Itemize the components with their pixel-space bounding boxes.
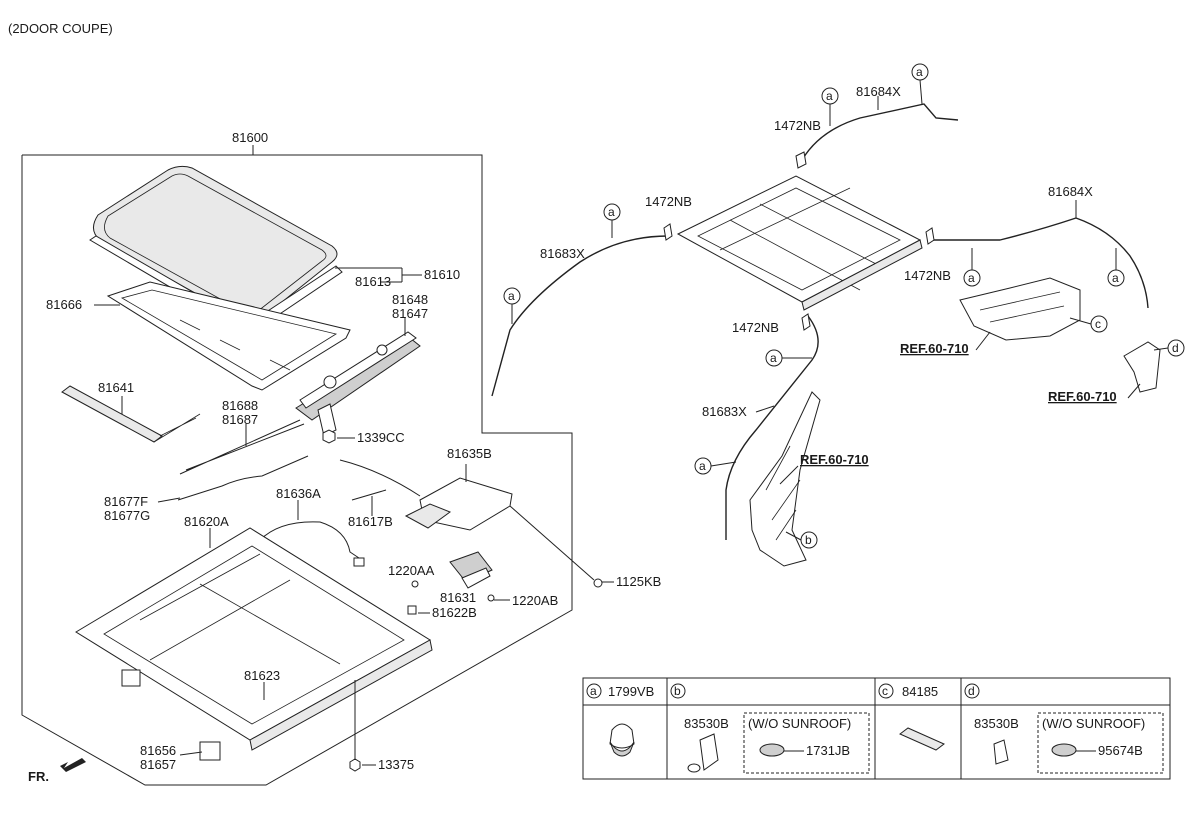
circle-d-label: d xyxy=(1172,341,1179,355)
hose-81683X-left xyxy=(491,235,669,397)
label-81687: 81687 xyxy=(222,412,258,427)
front-indicator: FR. xyxy=(28,769,49,784)
legend-a-part: 1799VB xyxy=(608,684,654,699)
legend-d-option-note: (W/O SUNROOF) xyxy=(1042,716,1145,731)
part-81648-guide-rail xyxy=(295,331,421,437)
label-1339CC: 1339CC xyxy=(357,430,405,445)
rear-body-ref xyxy=(959,277,1081,341)
circle-a-label: a xyxy=(508,289,515,303)
roof-frame-assembly xyxy=(676,175,923,311)
label-81677G: 81677G xyxy=(104,508,150,523)
label-81613: 81613 xyxy=(355,274,391,289)
circle-c-label: c xyxy=(1095,317,1101,331)
label-81620A: 81620A xyxy=(184,514,229,529)
hose-81684X-top xyxy=(801,103,959,161)
circle-a-label: a xyxy=(1112,271,1119,285)
hose-81683X-mid xyxy=(725,315,819,540)
label-81688: 81688 xyxy=(222,398,258,413)
circle-a-label: a xyxy=(826,89,833,103)
part-1220AA-screw xyxy=(411,580,419,588)
label-81610: 81610 xyxy=(424,267,460,282)
circle-a-label: a xyxy=(699,459,706,473)
ref-60-710-rear-pillar: REF.60-710 xyxy=(1048,389,1117,404)
part-1220AB-screw xyxy=(487,594,495,602)
circle-a-label: a xyxy=(916,65,923,79)
grommet-83530B-icon xyxy=(687,733,719,773)
label-81666: 81666 xyxy=(46,297,82,312)
variant-note: (2DOOR COUPE) xyxy=(8,21,113,36)
legend-b-option-part: 1731JB xyxy=(806,743,850,758)
ref-60-710-rear: REF.60-710 xyxy=(900,341,969,356)
pad-84185-icon xyxy=(899,727,945,751)
legend-c-part: 84185 xyxy=(902,684,938,699)
legend-b-letter: b xyxy=(674,684,681,698)
label-13375: 13375 xyxy=(378,757,414,772)
legend-b-option-note: (W/O SUNROOF) xyxy=(748,716,851,731)
part-81631-motor xyxy=(449,551,493,589)
label-1472NB-mid: 1472NB xyxy=(732,320,779,335)
rear-pillar-ref xyxy=(1123,341,1161,393)
clip-1472NB xyxy=(801,313,811,331)
circle-a-label: a xyxy=(608,205,615,219)
legend-table: a 1799VB b 83530B (W/O SUNROOF) 1731JB c… xyxy=(582,677,1171,780)
label-1220AB: 1220AB xyxy=(512,593,558,608)
hose-81684X-right xyxy=(930,217,1149,309)
part-81622B-clip xyxy=(407,605,417,615)
label-81683X-left: 81683X xyxy=(540,246,585,261)
label-1220AA: 1220AA xyxy=(388,563,435,578)
circle-b-label: b xyxy=(805,533,812,547)
front-arrow-icon xyxy=(60,758,86,772)
label-81617B: 81617B xyxy=(348,514,393,529)
clip-1472NB xyxy=(795,151,807,169)
label-1472NB-left: 1472NB xyxy=(645,194,692,209)
label-81684X-right: 81684X xyxy=(1048,184,1093,199)
label-81657: 81657 xyxy=(140,757,176,772)
part-81636A-wiring xyxy=(259,521,363,561)
label-81684X-top: 81684X xyxy=(856,84,901,99)
legend-c-letter: c xyxy=(882,684,888,698)
label-81677F: 81677F xyxy=(104,494,148,509)
part-1125KB-bolt xyxy=(593,578,603,588)
ref-60-710-pillar: REF.60-710 xyxy=(800,452,869,467)
part-81617B-pin xyxy=(351,489,387,501)
legend-a-letter: a xyxy=(590,684,597,698)
circle-a-label: a xyxy=(968,271,975,285)
legend-d-letter: d xyxy=(968,684,975,698)
part-cable-front xyxy=(339,459,421,497)
label-81641: 81641 xyxy=(98,380,134,395)
label-81647: 81647 xyxy=(392,306,428,321)
label-81636A: 81636A xyxy=(276,486,321,501)
part-81635B-bracket xyxy=(404,477,513,531)
label-81683X-mid: 81683X xyxy=(702,404,747,419)
plug-95674B-icon xyxy=(1051,743,1077,757)
label-81600: 81600 xyxy=(232,130,268,145)
label-81622B: 81622B xyxy=(432,605,477,620)
circle-a-label: a xyxy=(770,351,777,365)
grommet-83530B-icon xyxy=(993,739,1009,765)
legend-b-part: 83530B xyxy=(684,716,729,731)
part-81677-cable xyxy=(177,455,309,501)
plug-1731JB-icon xyxy=(759,743,785,757)
assembly-outline-81600: 81600 xyxy=(21,130,573,786)
label-1472NB-right: 1472NB xyxy=(904,268,951,283)
label-81635B: 81635B xyxy=(447,446,492,461)
label-81656: 81656 xyxy=(140,743,176,758)
part-13375-nut xyxy=(349,758,361,772)
clip-1799VB-icon xyxy=(609,723,635,757)
label-81623: 81623 xyxy=(244,668,280,683)
clip-1472NB xyxy=(663,223,673,241)
label-1125KB: 1125KB xyxy=(616,574,661,589)
part-81666-frame xyxy=(106,281,351,391)
part-81641-sunshade xyxy=(61,385,201,443)
label-81631: 81631 xyxy=(440,590,476,605)
part-81620A-frame xyxy=(75,527,433,761)
legend-d-option-part: 95674B xyxy=(1098,743,1143,758)
part-1339CC-nut xyxy=(322,429,336,444)
label-81648: 81648 xyxy=(392,292,428,307)
label-1472NB-top: 1472NB xyxy=(774,118,821,133)
part-81688-cable xyxy=(179,419,305,475)
clip-1472NB xyxy=(925,227,935,245)
legend-d-part: 83530B xyxy=(974,716,1019,731)
